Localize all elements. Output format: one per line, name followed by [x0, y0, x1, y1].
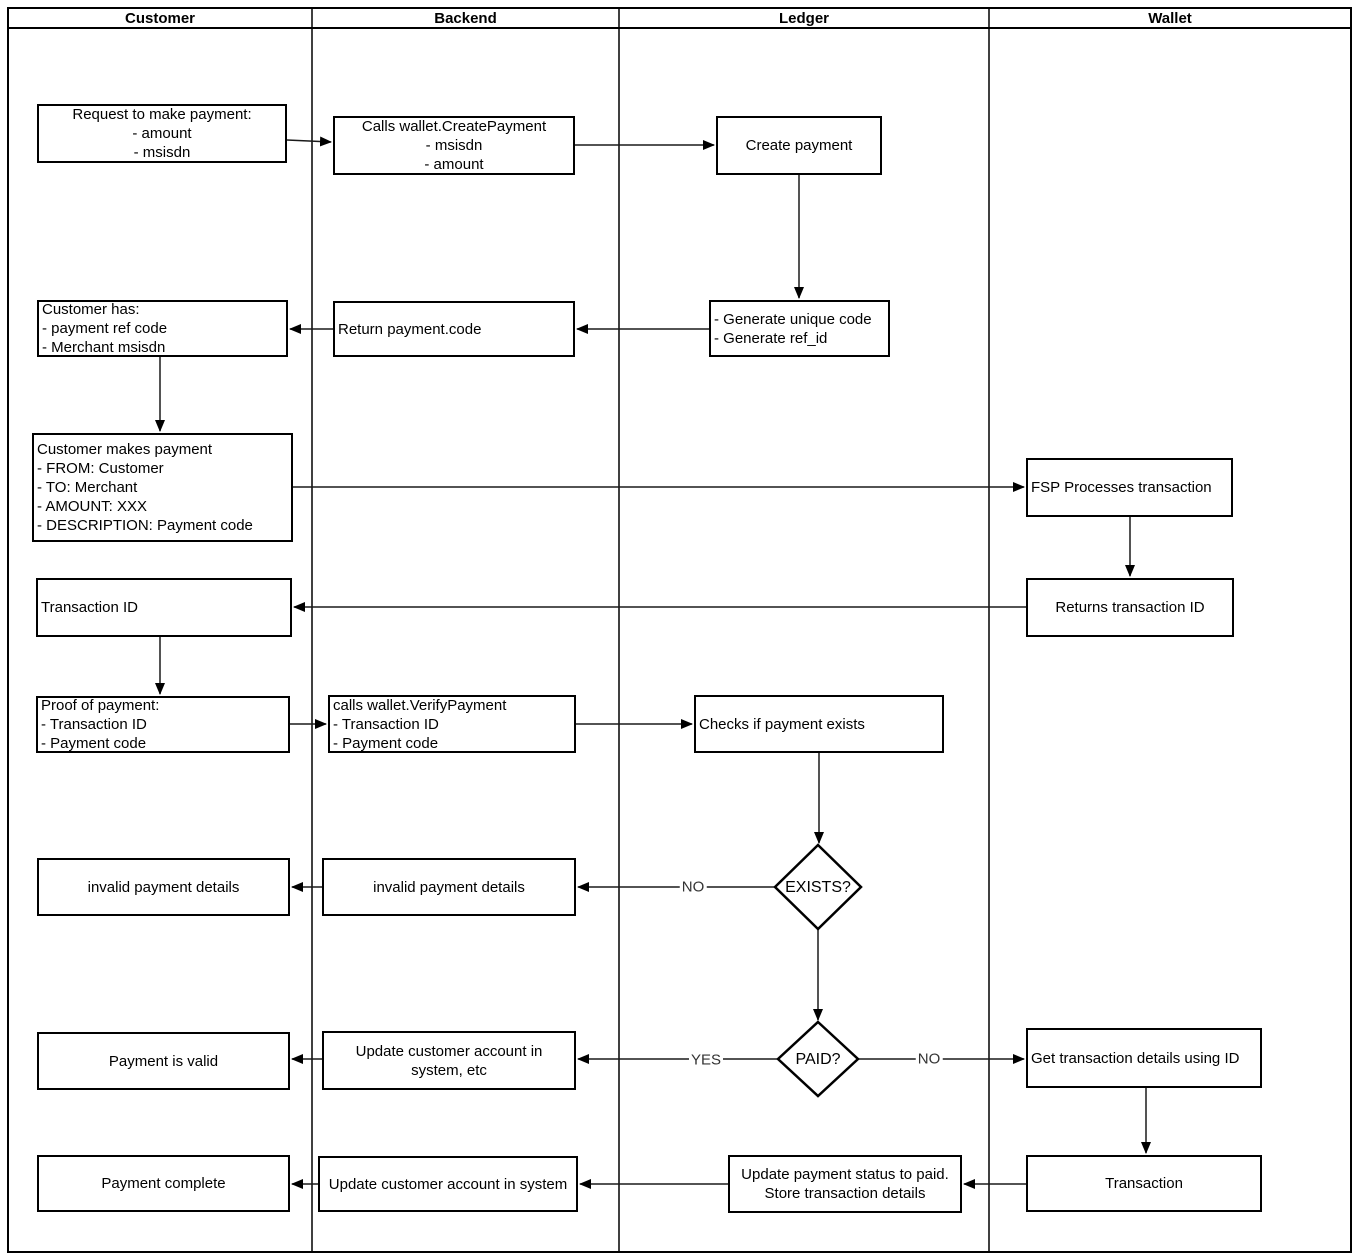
transaction: Transaction: [1026, 1155, 1262, 1212]
lane-header-backend: Backend: [434, 9, 497, 27]
edge-label-paid-yes-to-update: YES: [688, 1051, 724, 1069]
invalid-details-backend: invalid payment details: [322, 858, 576, 916]
lane-header-ledger: Ledger: [778, 9, 829, 27]
exists-decision-shape: [773, 843, 863, 931]
lane-header-customer: Customer: [124, 9, 195, 27]
update-account-system: Update customer account in system: [318, 1156, 578, 1212]
invalid-details-customer: invalid payment details: [37, 858, 290, 916]
diagram-frame: [7, 7, 1352, 1253]
edge-label-paid-no-to-get-details: NO: [915, 1050, 943, 1068]
request-payment: Request to make payment: - amount - msis…: [37, 104, 287, 163]
update-account-etc: Update customer account in system, etc: [322, 1031, 576, 1090]
fsp-processes: FSP Processes transaction: [1026, 458, 1233, 517]
customer-makes-payment: Customer makes payment - FROM: Customer …: [32, 433, 293, 542]
edge-request-to-calls: [286, 136, 332, 147]
create-payment: Create payment: [716, 116, 882, 175]
generate-code: - Generate unique code - Generate ref_id: [709, 300, 890, 357]
paid-decision: PAID?: [795, 1050, 841, 1068]
payment-complete: Payment complete: [37, 1155, 290, 1212]
update-status-paid: Update payment status to paid. Store tra…: [728, 1155, 962, 1213]
edge-label-exists-no-to-invalid: NO: [679, 878, 707, 896]
paid-decision-shape: [776, 1020, 860, 1098]
calls-verify-payment: calls wallet.VerifyPayment - Transaction…: [328, 695, 576, 753]
return-payment-code: Return payment.code: [333, 301, 575, 357]
calls-create-payment: Calls wallet.CreatePayment - msisdn - am…: [333, 116, 575, 175]
payment-is-valid: Payment is valid: [37, 1032, 290, 1090]
checks-payment-exists: Checks if payment exists: [694, 695, 944, 753]
transaction-id: Transaction ID: [36, 578, 292, 637]
returns-transaction-id: Returns transaction ID: [1026, 578, 1234, 637]
exists-decision: EXISTS?: [785, 878, 851, 896]
customer-has: Customer has: - payment ref code - Merch…: [37, 300, 288, 357]
lane-header-wallet: Wallet: [1148, 9, 1192, 27]
get-transaction-details: Get transaction details using ID: [1026, 1028, 1262, 1088]
proof-of-payment: Proof of payment: - Transaction ID - Pay…: [36, 696, 290, 753]
